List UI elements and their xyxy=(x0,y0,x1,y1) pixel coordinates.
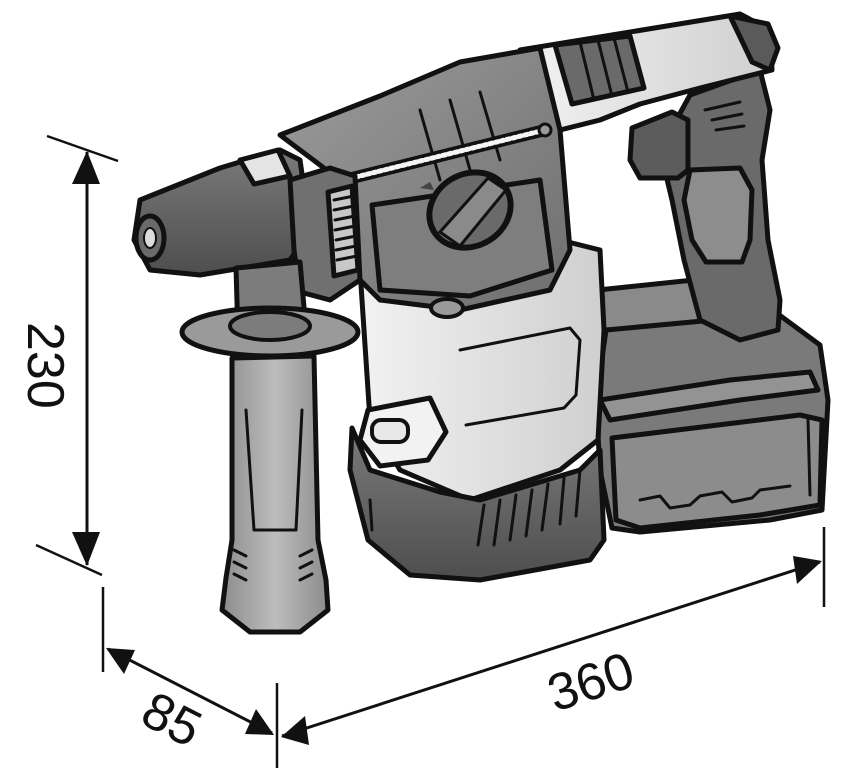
arrow-left-icon xyxy=(106,648,135,674)
side-handle-collar xyxy=(287,165,363,303)
chuck[interactable] xyxy=(131,147,313,278)
trigger xyxy=(627,109,691,181)
motor-base-vents xyxy=(347,425,607,583)
hammer-mode-icon xyxy=(420,182,434,190)
extension-line-bottom xyxy=(35,543,103,577)
extension-line-top xyxy=(46,134,119,163)
auxiliary-side-handle[interactable] xyxy=(179,259,361,635)
mode-selector-dial[interactable] xyxy=(416,158,525,262)
dimension-height: 230 xyxy=(16,134,119,577)
arrow-right-icon xyxy=(245,709,274,735)
length-label: 360 xyxy=(541,641,641,723)
arrow-end-icon xyxy=(793,556,822,584)
height-label: 230 xyxy=(16,322,74,409)
arrow-down-icon xyxy=(72,532,100,566)
arrow-start-icon xyxy=(281,716,309,745)
arrow-up-icon xyxy=(72,151,100,184)
upper-rear-housing xyxy=(517,11,781,133)
depth-label: 85 xyxy=(133,681,211,759)
battery-pack xyxy=(593,269,831,535)
dimension-line-length xyxy=(281,560,821,738)
vent-port xyxy=(429,297,465,319)
led-light xyxy=(370,418,410,444)
dimension-line-depth xyxy=(107,647,273,735)
